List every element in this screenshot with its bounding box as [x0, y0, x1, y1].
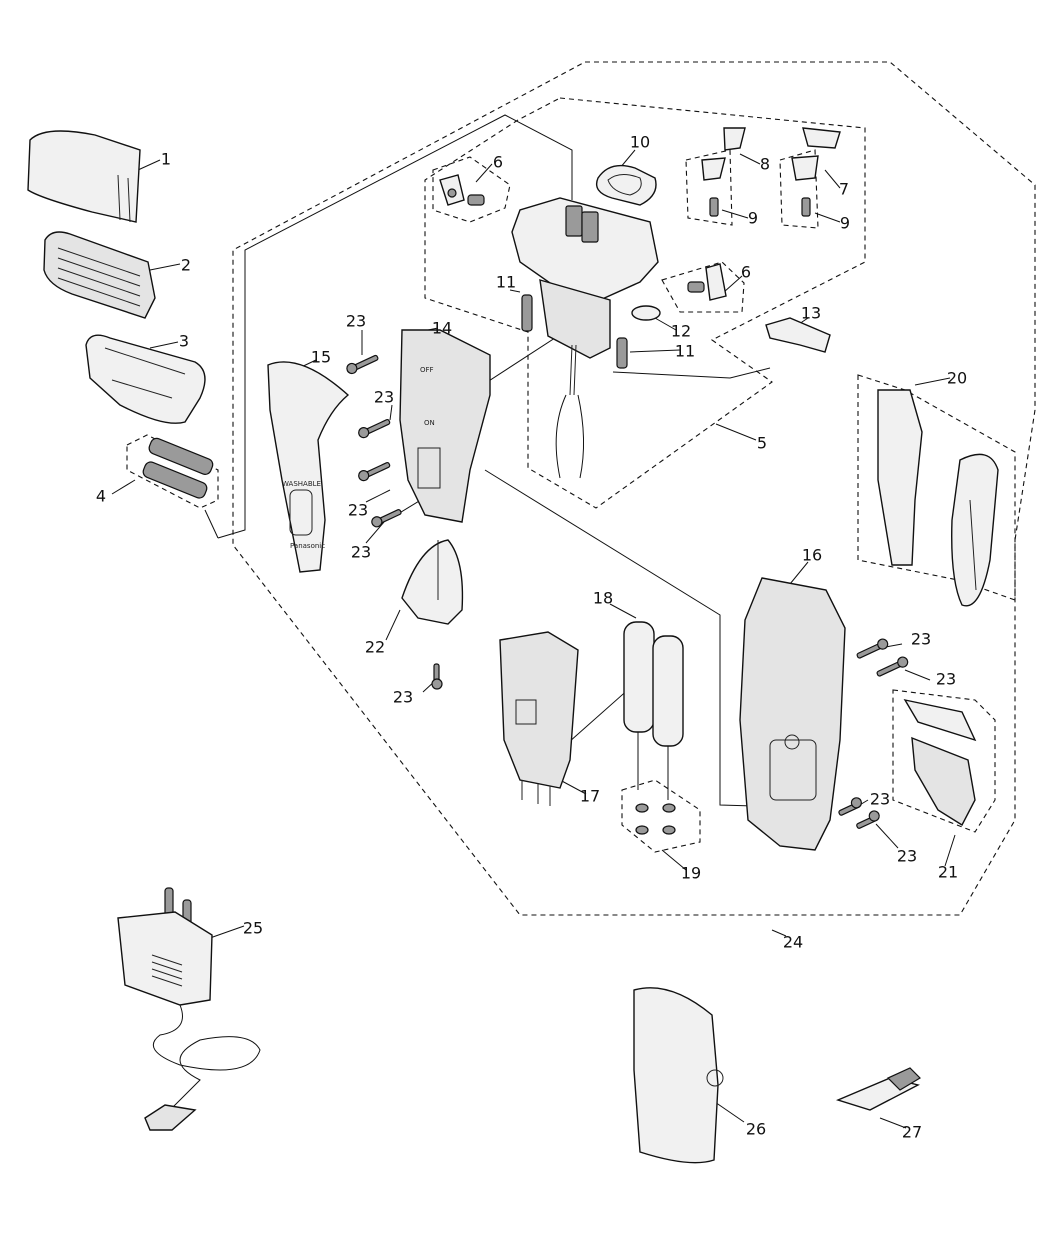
part-o-ring	[631, 305, 661, 321]
callout-c15: 15	[311, 348, 331, 367]
callout-c6a: 6	[493, 153, 503, 172]
callout-c26: 26	[746, 1120, 766, 1139]
group-9a-outline	[685, 149, 733, 226]
callout-c23d: 23	[351, 543, 371, 562]
callout-c23i: 23	[897, 847, 917, 866]
part-adapter	[117, 887, 261, 1131]
callout-c2: 2	[181, 256, 191, 275]
callout-c23a: 23	[346, 312, 366, 331]
callout-c9a: 9	[748, 209, 758, 228]
assembly-5-outline	[424, 97, 866, 509]
group-6a-outline	[432, 156, 511, 223]
part-inner-blades	[142, 437, 214, 499]
group-4-outline	[126, 434, 219, 509]
on-label: ON	[424, 419, 435, 427]
off-label: OFF	[420, 366, 434, 374]
group-19-outline	[621, 779, 701, 853]
part-washers	[635, 803, 676, 835]
part-cleaning-brush	[835, 1067, 921, 1111]
callout-c13: 13	[801, 304, 821, 323]
part-clips-springs	[701, 127, 841, 217]
callout-c11a: 11	[496, 273, 516, 292]
callout-c1: 1	[161, 150, 171, 169]
part-rear-case	[739, 577, 846, 851]
callout-c25: 25	[243, 919, 263, 938]
group-9b-outline	[779, 149, 819, 229]
part-outer-foil	[27, 130, 141, 223]
part-batteries	[623, 621, 684, 800]
callout-c12: 12	[671, 322, 691, 341]
callout-c21: 21	[938, 863, 958, 882]
callout-c17: 17	[580, 787, 600, 806]
callout-c19: 19	[681, 864, 701, 883]
callout-c23h: 23	[870, 790, 890, 809]
callout-c5: 5	[757, 434, 767, 453]
part-side-covers	[877, 389, 999, 607]
part-clip-13	[765, 317, 831, 353]
callout-c11b: 11	[675, 342, 695, 361]
part-spring-11	[521, 294, 628, 369]
callout-c8: 8	[760, 155, 770, 174]
brand-label: Panasonic	[290, 542, 325, 550]
part-trimmer-21	[903, 698, 977, 826]
part-drive-head	[511, 197, 659, 479]
callout-c23g: 23	[936, 670, 956, 689]
callout-c16: 16	[802, 546, 822, 565]
callout-c22: 22	[365, 638, 385, 657]
part-pouch	[633, 987, 724, 1164]
callout-c20: 20	[947, 369, 967, 388]
part-lock-button	[439, 174, 727, 301]
part-inner-frame: OFF ON	[399, 329, 491, 523]
callout-c14: 14	[432, 319, 452, 338]
part-circuit-board	[499, 631, 579, 806]
callout-c23c: 23	[348, 501, 368, 520]
callout-c24: 24	[783, 933, 803, 952]
part-foil-frame	[43, 231, 156, 319]
part-stand-22	[401, 539, 464, 625]
callout-c7: 7	[839, 180, 849, 199]
callout-c9b: 9	[840, 214, 850, 233]
callout-c23f: 23	[911, 630, 931, 649]
washable-label: WASHABLE	[282, 480, 321, 488]
part-frame-holder	[85, 334, 206, 424]
callout-c18: 18	[593, 589, 613, 608]
callout-c27: 27	[902, 1123, 922, 1142]
callout-c6b: 6	[741, 263, 751, 282]
group-21-outline	[892, 689, 996, 833]
part-screws	[346, 354, 909, 829]
part-gasket	[595, 164, 657, 206]
group-6b-outline	[661, 261, 745, 313]
callout-c23b: 23	[374, 388, 394, 407]
callout-c23e: 23	[393, 688, 413, 707]
callout-c10: 10	[630, 133, 650, 152]
part-front-cover: WASHABLE Panasonic	[267, 361, 350, 573]
callout-c4: 4	[96, 487, 106, 506]
callout-c3: 3	[179, 332, 189, 351]
